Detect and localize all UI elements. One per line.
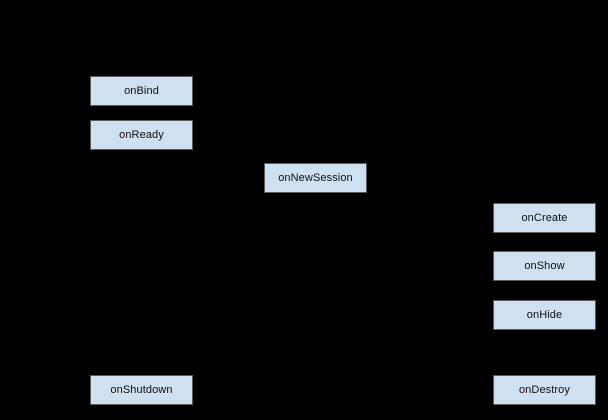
node-label: onCreate <box>521 211 568 224</box>
node-ondestroy[interactable]: onDestroy <box>493 375 596 405</box>
node-onready[interactable]: onReady <box>90 120 193 150</box>
node-oncreate[interactable]: onCreate <box>493 203 596 233</box>
node-label: onShutdown <box>110 383 173 396</box>
node-label: onBind <box>124 84 159 97</box>
node-label: onDestroy <box>518 383 571 396</box>
node-label: onShow <box>524 259 565 272</box>
node-label: onHide <box>526 308 563 321</box>
node-label: onReady <box>119 128 164 141</box>
node-onhide[interactable]: onHide <box>493 300 596 330</box>
node-onnewsession[interactable]: onNewSession <box>264 163 367 193</box>
node-label: onNewSession <box>278 171 353 184</box>
node-onbind[interactable]: onBind <box>90 76 193 106</box>
node-onshutdown[interactable]: onShutdown <box>90 375 193 405</box>
node-onshow[interactable]: onShow <box>493 251 596 281</box>
